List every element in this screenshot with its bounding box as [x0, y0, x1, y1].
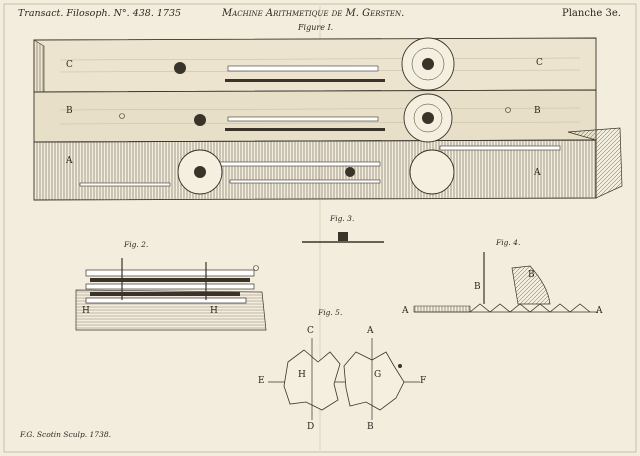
- figure-2: [75, 258, 267, 331]
- label-fig5-b: B: [367, 422, 374, 432]
- plate-border: [3, 3, 637, 453]
- engraver-signature: F.G. Scotin Sculp. 1738.: [20, 430, 111, 439]
- label-fig4-a-right: A: [596, 306, 603, 316]
- figure-4: [413, 252, 598, 313]
- figure-3-caption: Fig. 3.: [330, 214, 355, 223]
- header-plate-title: Machine Arithmetique de M. Gersten.: [222, 8, 405, 19]
- figure-3: [302, 232, 384, 243]
- label-fig4-a-left: A: [402, 306, 409, 316]
- header-journal-reference: Transact. Filosoph. N°. 438. 1735: [18, 8, 182, 19]
- label-fig5-h: H: [298, 370, 306, 380]
- figure-1-machine: [33, 37, 623, 201]
- label-fig5-c: C: [307, 326, 314, 336]
- label-fig5-g: G: [374, 370, 382, 380]
- label-layer-b-left: B: [66, 106, 73, 116]
- label-fig5-e: E: [258, 376, 265, 386]
- label-fig5-a: A: [367, 326, 374, 336]
- label-fig5-f: F: [420, 376, 427, 386]
- label-layer-a-left: A: [66, 156, 73, 166]
- figure-5-caption: Fig. 5.: [318, 308, 343, 317]
- label-layer-c-right: C: [536, 58, 543, 68]
- label-fig5-d: D: [307, 422, 315, 432]
- label-fig4-b-right: B: [528, 270, 535, 280]
- figure-4-caption: Fig. 4.: [496, 238, 521, 247]
- header-plate-number: Planche 3e.: [562, 8, 621, 19]
- label-layer-b-right: B: [534, 106, 541, 116]
- label-fig4-b-left: B: [474, 282, 481, 292]
- label-fig2-h-right: H: [210, 306, 218, 316]
- label-fig2-h-left: H: [82, 306, 90, 316]
- label-layer-c-left: C: [66, 60, 73, 70]
- figure-1-caption: Figure I.: [298, 23, 334, 32]
- figure-2-caption: Fig. 2.: [124, 240, 149, 249]
- label-layer-a-right: A: [534, 168, 541, 178]
- figure-5: [268, 338, 420, 420]
